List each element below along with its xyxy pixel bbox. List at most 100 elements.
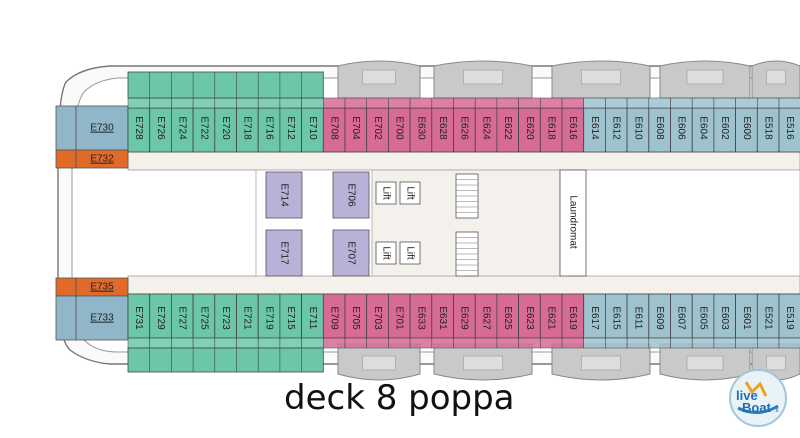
lower-label-e701: E701: [394, 306, 405, 330]
upper-balcony-e616: [561, 97, 585, 109]
lift-label-1: Lift: [380, 186, 391, 200]
upper-label-e724: E724: [177, 116, 188, 140]
upper-left-strip-2: [55, 149, 77, 169]
upper-balcony-e614: [583, 97, 606, 109]
upper-label-e612: E612: [611, 116, 622, 140]
upper-label-e722: E722: [198, 116, 209, 140]
lower-label-e715: E715: [285, 306, 296, 330]
lower-balcony-e701: [388, 337, 411, 349]
lifeboat-bottom-5-canopy: [766, 355, 786, 371]
upper-label-e718: E718: [242, 116, 253, 140]
lower-label-e631: E631: [437, 306, 448, 330]
lower-balcony-e609: [648, 337, 671, 349]
upper-left-strip-1: [55, 105, 77, 151]
lower-balcony-e729: [149, 337, 172, 349]
lower-label-e617: E617: [589, 306, 600, 330]
upper-balcony-e516: [778, 97, 800, 109]
upper-label-e606: E606: [676, 116, 687, 140]
upper-label-e624: E624: [480, 116, 491, 140]
upper-balcony-e604: [691, 97, 715, 109]
lower-balcony-e611: [626, 337, 650, 349]
lifeboat-top-4-canopy: [686, 69, 724, 85]
upper-balcony-e704: [344, 97, 368, 109]
lift-box-3: [375, 241, 397, 265]
upper-balcony-e728: [127, 97, 151, 109]
upper-label-e604: E604: [697, 116, 708, 140]
upper-label-e630: E630: [415, 116, 426, 140]
lower-label-e621: E621: [546, 306, 557, 330]
lift-label-4: Lift: [404, 246, 415, 260]
lower-label-e721: E721: [242, 306, 253, 330]
upper-balcony-e624: [474, 97, 498, 109]
middle-label-e707: E707: [345, 241, 356, 265]
upper-balcony-e620: [518, 97, 541, 109]
lower-label-e729: E729: [155, 306, 166, 330]
upper-label-e704: E704: [350, 116, 361, 140]
lower-balcony-e711: [301, 337, 324, 349]
upper-label-e708: E708: [329, 116, 340, 140]
lifeboat-top-2-canopy: [463, 69, 503, 85]
lift-label-3: Lift: [380, 246, 391, 260]
lower-label-e607: E607: [676, 306, 687, 330]
lower-balcony-e705: [344, 337, 368, 349]
upper-balcony-e630: [409, 97, 433, 109]
upper-label-e702: E702: [372, 116, 383, 140]
upper-left-label-e730: E730: [90, 123, 114, 134]
lower-label-e709: E709: [329, 306, 340, 330]
upper-balcony-e700: [388, 97, 411, 109]
lower-balcony-e725: [192, 337, 216, 349]
laundromat-label: Laundromat: [567, 195, 578, 249]
lower-balcony-e703: [366, 337, 389, 349]
lower-balcony-e601: [735, 337, 758, 349]
lift-box-4: [399, 241, 421, 265]
lower-balcony-e709: [322, 337, 346, 349]
lower-balcony-e521: [756, 337, 780, 349]
lower-label-e703: E703: [372, 306, 383, 330]
lower-balcony-e519: [778, 337, 800, 349]
middle-label-e717: E717: [278, 241, 289, 265]
upper-balcony-e720: [214, 97, 237, 109]
lower-balcony-e625: [496, 337, 519, 349]
upper-label-e626: E626: [459, 116, 470, 140]
middle-cabin-e706: [332, 171, 370, 219]
lower-label-e629: E629: [459, 306, 470, 330]
upper-balcony-e722: [192, 97, 216, 109]
lower-label-e601: E601: [741, 306, 752, 330]
lifeboat-top-3-canopy: [581, 69, 621, 85]
lift-box-2: [399, 181, 421, 205]
lower-balcony-e721: [236, 337, 259, 349]
lower-label-e521: E521: [763, 306, 774, 330]
upper-balcony-e726: [149, 97, 172, 109]
upper-balcony-e518: [756, 97, 780, 109]
middle-label-e714: E714: [278, 183, 289, 207]
lifeboat-top-1-canopy: [362, 69, 396, 85]
lower-balcony-e605: [691, 337, 715, 349]
lifeboat-bottom-4-canopy: [686, 355, 724, 371]
upper-balcony-e708: [322, 97, 346, 109]
lift-box-1: [375, 181, 397, 205]
upper-label-e518: E518: [763, 116, 774, 140]
upper-balcony-e716: [257, 97, 281, 109]
upper-label-e616: E616: [567, 116, 578, 140]
lower-left-label-e735: E735: [90, 282, 114, 293]
upper-label-e710: E710: [307, 116, 318, 140]
upper-left-label-e732: E732: [90, 154, 114, 165]
lower-label-e711: E711: [307, 307, 318, 330]
upper-balcony-e608: [648, 97, 671, 109]
upper-label-e726: E726: [155, 116, 166, 140]
lower-balcony-e619: [561, 337, 585, 349]
upper-label-e622: E622: [502, 116, 513, 140]
lower-balcony-e623: [518, 337, 541, 349]
upper-balcony-e618: [539, 97, 563, 109]
lower-label-e615: E615: [611, 306, 622, 330]
upper-balcony-e612: [605, 97, 628, 109]
upper-label-e700: E700: [394, 116, 405, 140]
upper-label-e628: E628: [437, 116, 448, 140]
upper-label-e614: E614: [589, 116, 600, 140]
lift-label-2: Lift: [404, 186, 415, 200]
upper-label-e610: E610: [632, 116, 643, 140]
upper-balcony-e724: [171, 97, 194, 109]
upper-label-e618: E618: [546, 116, 557, 140]
middle-label-e706: E706: [345, 183, 356, 207]
